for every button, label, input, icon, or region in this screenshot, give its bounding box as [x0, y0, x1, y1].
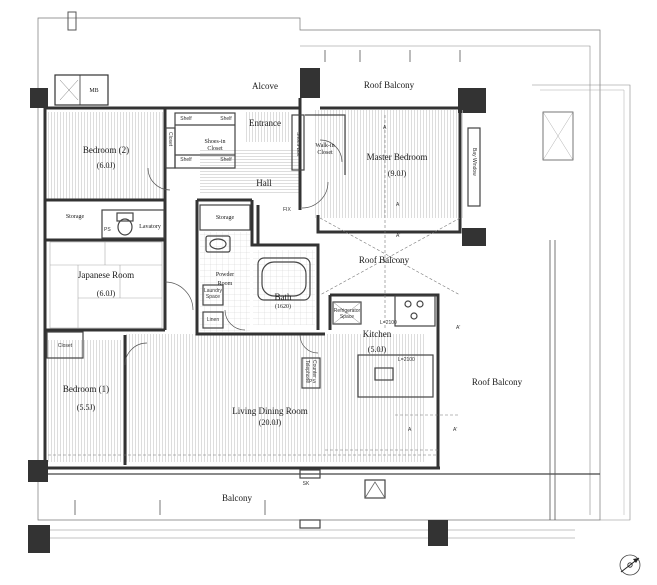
lavatory-label: Lavatory [139, 224, 161, 230]
storage-label-2: Storage [215, 215, 235, 221]
shoes-box-label: Shoes Box [295, 132, 301, 157]
telephone-counter-label-2: Counter [311, 360, 317, 378]
living-dining-area: (20.0J) [258, 418, 282, 427]
balcony-label: Balcony [222, 493, 252, 503]
mb-label: MB [89, 88, 99, 94]
closet-vertical-label: Closet [167, 132, 173, 147]
section-mark-a2-mid: A' [396, 233, 401, 239]
compass-icon [619, 554, 641, 576]
shelf-label-4: Shelf [220, 157, 232, 163]
bay-window-label: Bay Window [471, 148, 477, 176]
japanese-room-label: Japanese Room [77, 270, 135, 280]
ps-label-2: PS [309, 379, 316, 385]
linen-label: Linen [206, 317, 220, 323]
bedroom2-area: (6.0J) [96, 161, 116, 170]
kitchen-area: (5.0J) [367, 345, 387, 354]
japanese-room-area: (6.0J) [96, 289, 116, 298]
roof-balcony-right-label: Roof Balcony [471, 377, 523, 387]
bedroom1-label: Bedroom (1) [62, 384, 110, 394]
shelf-label-3: Shelf [180, 157, 192, 163]
entrance-label: Entrance [249, 118, 281, 128]
ps-label-1: PS [104, 227, 111, 233]
refrigerator-space-label-2: Space [339, 314, 355, 320]
master-bedroom-area: (9.0J) [387, 169, 407, 178]
shelf-label-1: Shelf [180, 116, 192, 122]
telephone-counter-label-1: Telephone [304, 360, 310, 384]
refrigerator-space-label-1: Refrigerator [333, 308, 361, 314]
walk-in-closet-label-1: Walk-in [315, 143, 335, 149]
alcove-label: Alcove [252, 81, 278, 91]
shoes-in-closet-label-1: Shoes-in [204, 139, 226, 145]
section-mark-a-bottom: A [408, 427, 412, 433]
powder-room-label-2: Room [217, 281, 233, 287]
shelf-label-2: Shelf [220, 116, 232, 122]
hall-label: Hall [256, 178, 272, 188]
powder-room-label-1: Powder [215, 272, 235, 278]
sk-label: SK [302, 481, 310, 487]
walk-in-closet-label-2: Closet [317, 150, 333, 156]
l2100-label-b: L=2100 [398, 357, 415, 363]
bedroom2-label: Bedroom (2) [82, 145, 130, 155]
bath-size: (1620) [275, 304, 291, 310]
l2100-label-a: L=2100 [380, 320, 397, 326]
storage-label-1: Storage [65, 214, 85, 220]
laundry-space-label-1: Laundry [203, 288, 223, 294]
living-dining-label: Living Dining Room [232, 406, 308, 416]
fix-label: FIX [283, 207, 291, 213]
bedroom1-area: (5.5J) [76, 403, 96, 412]
bath-label: Bath [274, 292, 292, 302]
section-mark-a2-kitchen: A' [456, 325, 461, 331]
section-mark-a-mid: A [396, 202, 400, 208]
master-bedroom-label: Master Bedroom [366, 152, 428, 162]
section-mark-a2-bottom: A' [453, 427, 458, 433]
section-mark-a-top: A [383, 125, 387, 131]
kitchen-label: Kitchen [362, 329, 392, 339]
shoes-in-closet-label-2: Closet [207, 146, 223, 152]
roof-balcony-top-label: Roof Balcony [363, 80, 415, 90]
closet-label: Closet [57, 343, 73, 349]
roof-balcony-mid-label: Roof Balcony [358, 255, 410, 265]
laundry-space-label-2: Space [205, 294, 221, 300]
